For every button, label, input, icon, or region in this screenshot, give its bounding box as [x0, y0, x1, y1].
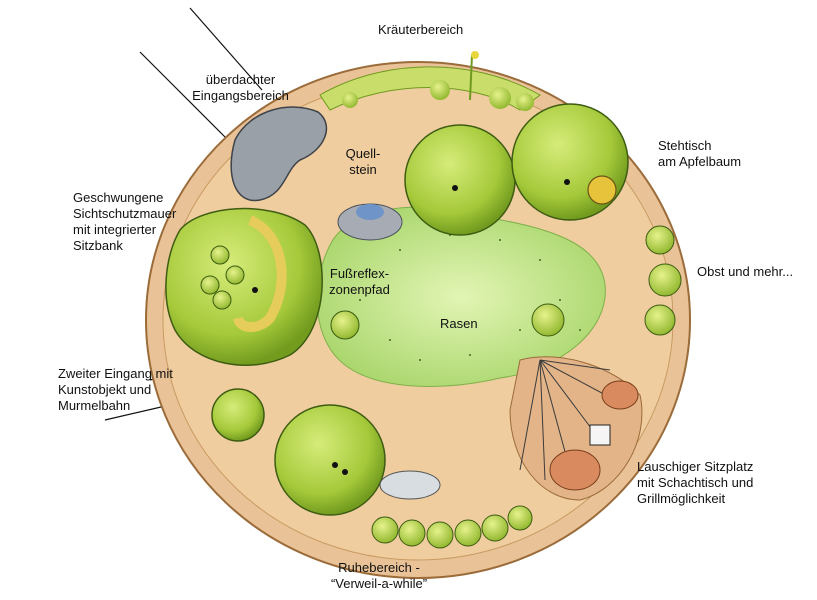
tree-top-center	[404, 124, 516, 236]
label-zweiter-eingang: Zweiter Eingang mit Kunstobjekt und Murm…	[58, 366, 173, 413]
source-stone	[337, 203, 403, 241]
label-obst: Obst und mehr...	[697, 264, 794, 279]
standing-table	[587, 175, 617, 205]
label-lauschiger-sitzplatz: Lauschiger Sitzplatz mit Schachtisch und…	[637, 459, 754, 506]
chess-table	[589, 424, 611, 446]
label-kraeuterbereich: Kräuterbereich	[378, 22, 464, 37]
covered-entrance-roof	[230, 106, 328, 202]
lawn-edge-shrub	[531, 303, 565, 337]
label-eingangsbereich: überdachter Eingangsbereich	[192, 72, 289, 103]
label-stehtisch: Stehtisch am Apfelbaum	[658, 138, 742, 169]
lawn-grass-dots	[359, 234, 581, 361]
rest-area	[274, 404, 441, 516]
label-quellstein: Quell- stein	[345, 146, 381, 177]
shrub-left-center	[330, 310, 360, 340]
label-ruhebereich: Ruhebereich - “Verweil-a-while”	[330, 560, 428, 591]
fruit-shrubs	[644, 225, 682, 336]
label-fussreflexzonenpfad: Fußreflex- zonenpfad	[329, 266, 390, 297]
cozy-seating-area	[509, 356, 643, 501]
label-sichtschutzmauer: Geschwungene Sichtschutzmauer mit integr…	[73, 190, 177, 253]
second-entrance-shrub	[211, 388, 265, 442]
apple-tree	[511, 103, 629, 221]
herb-bed	[319, 51, 541, 111]
label-rasen: Rasen	[440, 316, 478, 331]
bottom-hedge	[371, 505, 533, 549]
privacy-wall-bench	[165, 207, 323, 366]
